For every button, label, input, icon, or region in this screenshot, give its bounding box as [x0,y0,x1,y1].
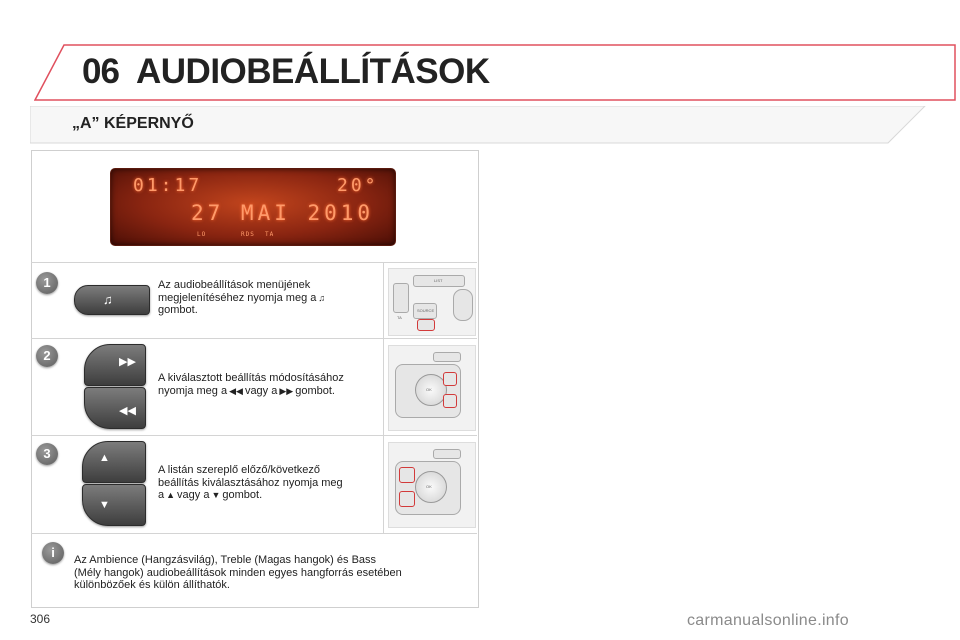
watermark-text: carmanualsonline.info [687,612,849,629]
chapter-number: 06 [82,52,120,91]
display-indicator-lo: LO [197,231,207,238]
control-panel-thumbnail-3: OK [388,442,476,528]
down-arrow-icon: ▼ [99,499,110,511]
down-arrow-button[interactable]: ▼ [82,484,146,526]
music-note-icon: ♫ [318,292,326,303]
row-divider [31,262,477,263]
ok-knob: OK [415,374,447,406]
music-note-button[interactable]: ♫ [74,285,150,315]
row-divider [31,435,477,436]
up-arrow-button[interactable]: ▲ [82,441,146,483]
step-2-text: A kiválasztott beállítás módosításához n… [158,372,344,397]
page-number: 306 [30,612,51,626]
ok-knob: OK [415,471,447,503]
chapter-title: AUDIOBEÁLLÍTÁSOK [136,52,490,91]
music-note-icon: ♫ [103,292,113,307]
fast-forward-icon: ▶▶ [119,356,136,368]
step-1-text: Az audiobeállítások menüjének megjelenít… [158,279,326,316]
info-icon: i [42,542,64,564]
radio-display-screen: 01:17 20° 27 MAI 2010 LO RDS TA [110,168,396,246]
step-3-text: A listán szereplő előző/következő beállí… [158,464,343,501]
row-divider [31,338,477,339]
up-arrow-icon: ▲ [166,490,176,500]
fast-forward-button[interactable]: ▶▶ [84,344,146,386]
display-indicator-rds: RDS [241,231,255,238]
info-note: Az Ambience (Hangzásvilág), Treble (Maga… [74,554,402,591]
step-badge-1: 1 [36,272,58,294]
display-temperature: 20° [337,175,379,196]
section-band [30,106,926,144]
row-divider [31,533,477,534]
highlighted-down-key [399,491,415,507]
chapter-header-frame [34,44,956,101]
fast-forward-icon: ▶▶ [279,385,294,396]
highlighted-music-key [417,319,435,331]
column-divider [383,262,384,533]
rewind-button[interactable]: ◀◀ [84,387,146,429]
down-arrow-icon: ▼ [211,490,221,500]
control-panel-thumbnail-1: LIST SOURCE TA [388,268,476,336]
rewind-icon: ◀◀ [229,385,243,396]
up-arrow-icon: ▲ [99,452,110,464]
display-indicator-ta: TA [265,231,275,238]
section-title: „A” KÉPERNYŐ [72,115,194,132]
highlighted-rewind-key [443,394,457,408]
step-badge-2: 2 [36,345,58,367]
highlighted-forward-key [443,372,457,386]
control-panel-thumbnail-2: OK [388,345,476,431]
rewind-icon: ◀◀ [119,405,136,417]
display-time: 01:17 [133,175,203,196]
highlighted-up-key [399,467,415,483]
step-badge-3: 3 [36,443,58,465]
display-date: 27 MAI 2010 [191,201,375,225]
